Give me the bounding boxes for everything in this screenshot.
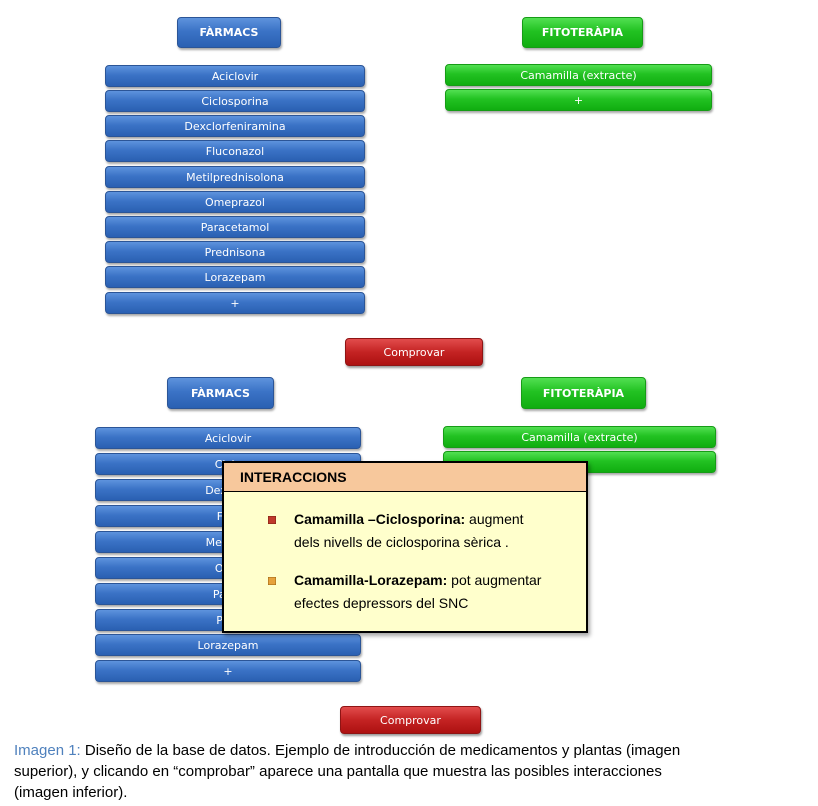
interaction-item-2: Camamilla-Lorazepam: pot augmentar efect… [294, 569, 584, 615]
drug-item-paracetamol[interactable]: Paracetamol [105, 216, 365, 238]
caption-line-2: superior), y clicando en “comprobar” apa… [14, 763, 662, 780]
orange-bullet-icon [268, 577, 276, 585]
interaction-pair-1: Camamilla –Ciclosporina: [294, 511, 466, 527]
interaction-desc-2b: efectes depressors del SNC [294, 595, 469, 611]
drug-item-metilprednisolona[interactable]: Metilprednisolona [105, 166, 365, 188]
drug-item-aciclovir[interactable]: Aciclovir [105, 65, 365, 87]
drug-item-dexclorfeniramina[interactable]: Dexclorfeniramina [105, 115, 365, 137]
comprovar-button-top[interactable]: Comprovar [345, 338, 483, 366]
drug-item-ciclosporina[interactable]: Ciclosporina [105, 90, 365, 112]
interaction-pair-2: Camamilla-Lorazepam: [294, 572, 448, 588]
interaction-item-1: Camamilla –Ciclosporina: augment dels ni… [294, 508, 584, 554]
farmacs-header-top: FÀRMACS [177, 17, 281, 48]
add-drug-button[interactable]: + [105, 292, 365, 314]
fitoterapia-header-bottom: FITOTERÀPIA [521, 377, 646, 409]
drug-item-prednisona[interactable]: Prednisona [105, 241, 365, 263]
interaction-desc-1b: dels nivells de ciclosporina sèrica . [294, 534, 509, 550]
drug-item-aciclovir[interactable]: Aciclovir [95, 427, 361, 449]
interaction-desc-1a: augment [465, 511, 524, 527]
popup-title: INTERACCIONS [224, 463, 586, 492]
caption-label: Imagen 1: [14, 742, 81, 759]
add-drug-button[interactable]: + [95, 660, 361, 682]
interaction-desc-2a: pot augmentar [447, 572, 542, 588]
caption-line-3: (imagen inferior). [14, 784, 128, 801]
red-bullet-icon [268, 516, 276, 524]
drug-item-fluconazol[interactable]: Fluconazol [105, 140, 365, 162]
comprovar-button-bottom[interactable]: Comprovar [340, 706, 481, 734]
caption-line-1: Diseño de la base de datos. Ejemplo de i… [80, 742, 681, 759]
drug-item-lorazepam[interactable]: Lorazepam [95, 634, 361, 656]
plant-item-camamilla[interactable]: Camamilla (extracte) [445, 64, 712, 86]
farmacs-header-bottom: FÀRMACS [167, 377, 274, 409]
drug-item-lorazepam[interactable]: Lorazepam [105, 266, 365, 288]
drug-item-omeprazol[interactable]: Omeprazol [105, 191, 365, 213]
plant-item-camamilla[interactable]: Camamilla (extracte) [443, 426, 716, 448]
interactions-popup: INTERACCIONS Camamilla –Ciclosporina: au… [222, 461, 588, 633]
add-plant-button[interactable]: + [445, 89, 712, 111]
figure-caption: Imagen 1: Diseño de la base de datos. Ej… [14, 740, 814, 803]
fitoterapia-header-top: FITOTERÀPIA [522, 17, 643, 48]
